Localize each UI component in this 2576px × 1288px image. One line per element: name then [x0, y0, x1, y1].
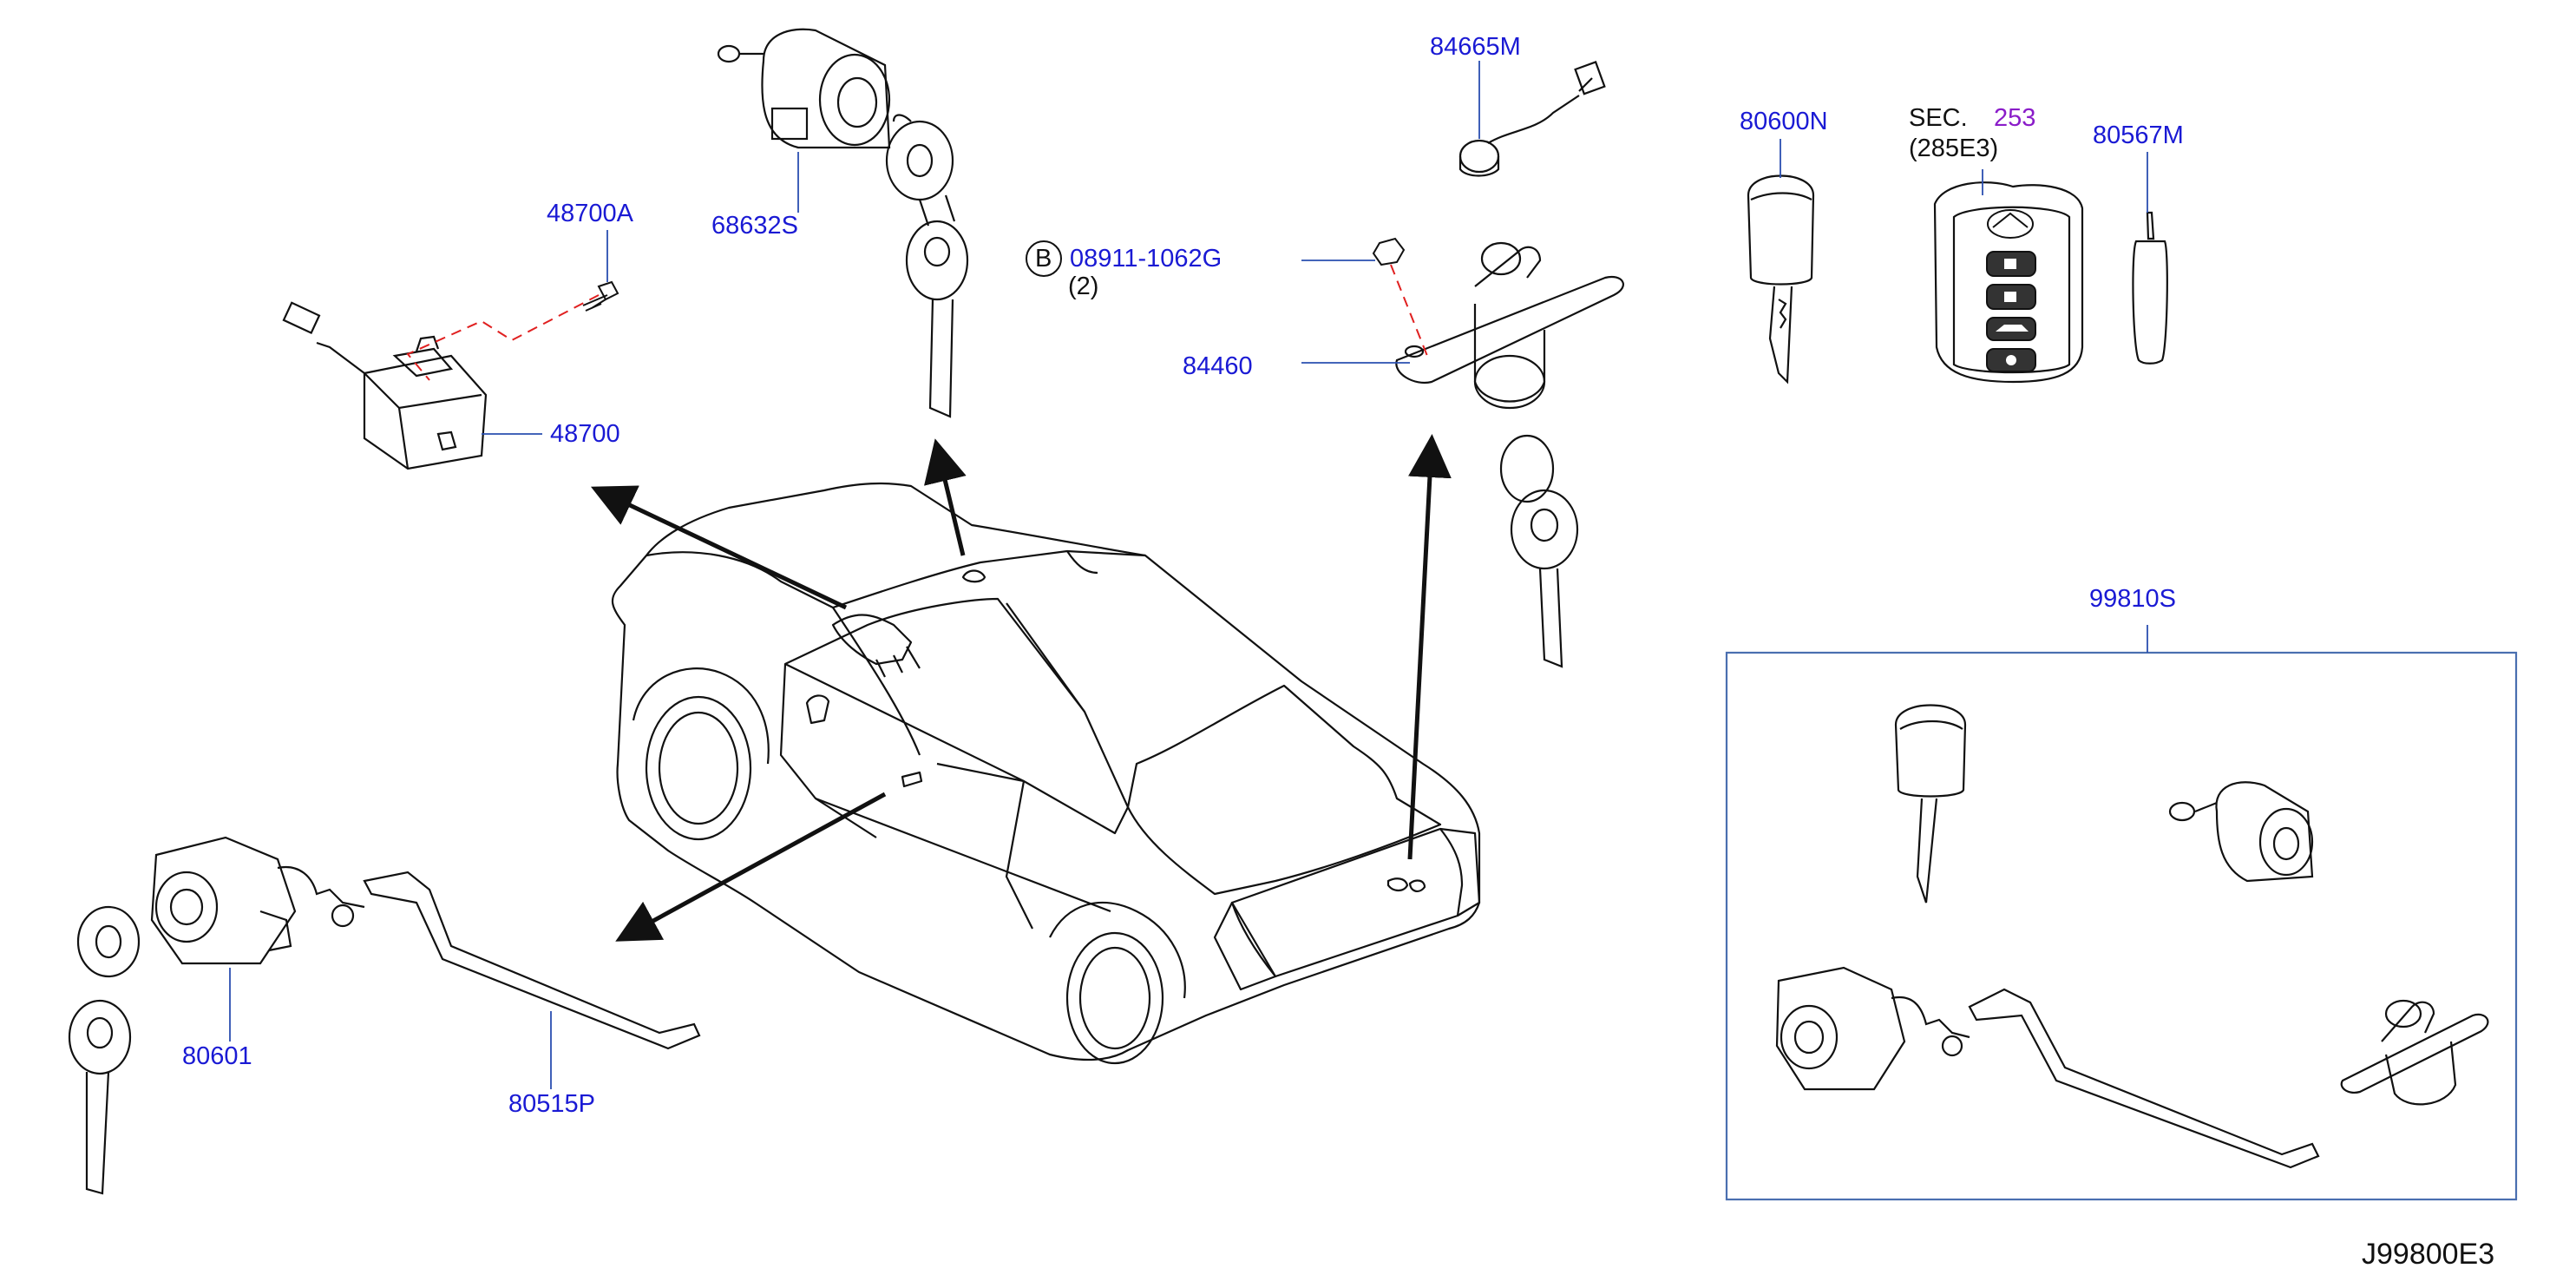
label-99810S: 99810S: [2089, 585, 2176, 613]
nut-08911: [1372, 237, 1406, 266]
key-fob: [1933, 181, 2084, 384]
label-80601: 80601: [182, 1042, 252, 1070]
trunk-icon: [1986, 317, 2036, 341]
key-80567M: [2132, 211, 2168, 365]
kit-door-lock: [1775, 966, 1970, 1091]
switch-48700: [282, 301, 488, 470]
bolt-circle-marker: [1026, 240, 1062, 277]
kit-key: [1894, 704, 1967, 904]
label-sec-sub: (285E3): [1909, 135, 1999, 162]
leader-lines: [229, 61, 2148, 1089]
cylinder-68632S: [717, 28, 891, 149]
arrow-to-80601: [615, 792, 887, 942]
screw-48700A: [582, 280, 619, 312]
diagram-code: J99800E3: [2362, 1238, 2495, 1271]
kit-cylinder: [2168, 781, 2314, 883]
panic-icon: [1986, 348, 2036, 372]
bolt-circle-letter: B: [1035, 245, 1052, 273]
key-80600N: [1747, 174, 1815, 384]
key-80601: [68, 905, 141, 1195]
kit-box-99810S: [1725, 651, 2518, 1201]
label-80567M: 80567M: [2093, 122, 2184, 149]
door-lock-80601: [150, 836, 365, 965]
label-48700: 48700: [550, 420, 620, 448]
label-08911-qty: (2): [1068, 273, 1099, 300]
arrow-to-68632S: [924, 438, 967, 556]
arrow-to-48700: [590, 485, 848, 610]
arrow-to-84460: [1407, 434, 1452, 860]
unlock-icon: [1986, 284, 2036, 310]
label-08911-1062G: 08911-1062G: [1070, 245, 1222, 273]
key-68632S: [885, 114, 969, 418]
trunk-lock-84460: [1395, 241, 1624, 668]
label-sec-prefix: SEC.: [1909, 104, 1968, 132]
switch-84665M: [1458, 61, 1606, 177]
kit-trunk-lock: [2340, 999, 2489, 1106]
label-sec-number[interactable]: 253: [1994, 104, 2036, 132]
pointer-arrows: [590, 434, 1452, 942]
kit-rod: [1968, 988, 2320, 1169]
label-84460: 84460: [1183, 352, 1253, 380]
lock-icon: [1986, 251, 2036, 277]
label-80600N: 80600N: [1740, 108, 1828, 135]
label-80515P: 80515P: [508, 1090, 595, 1118]
red-dash-08911: [1390, 264, 1428, 357]
rod-80515P: [363, 871, 701, 1050]
label-48700A: 48700A: [547, 200, 633, 227]
infiniti-logo-icon: [1987, 209, 2034, 239]
car-illustration: [611, 482, 1481, 1065]
label-84665M: 84665M: [1430, 33, 1521, 61]
label-68632S: 68632S: [711, 212, 798, 240]
red-dash-48700A: [406, 294, 600, 381]
